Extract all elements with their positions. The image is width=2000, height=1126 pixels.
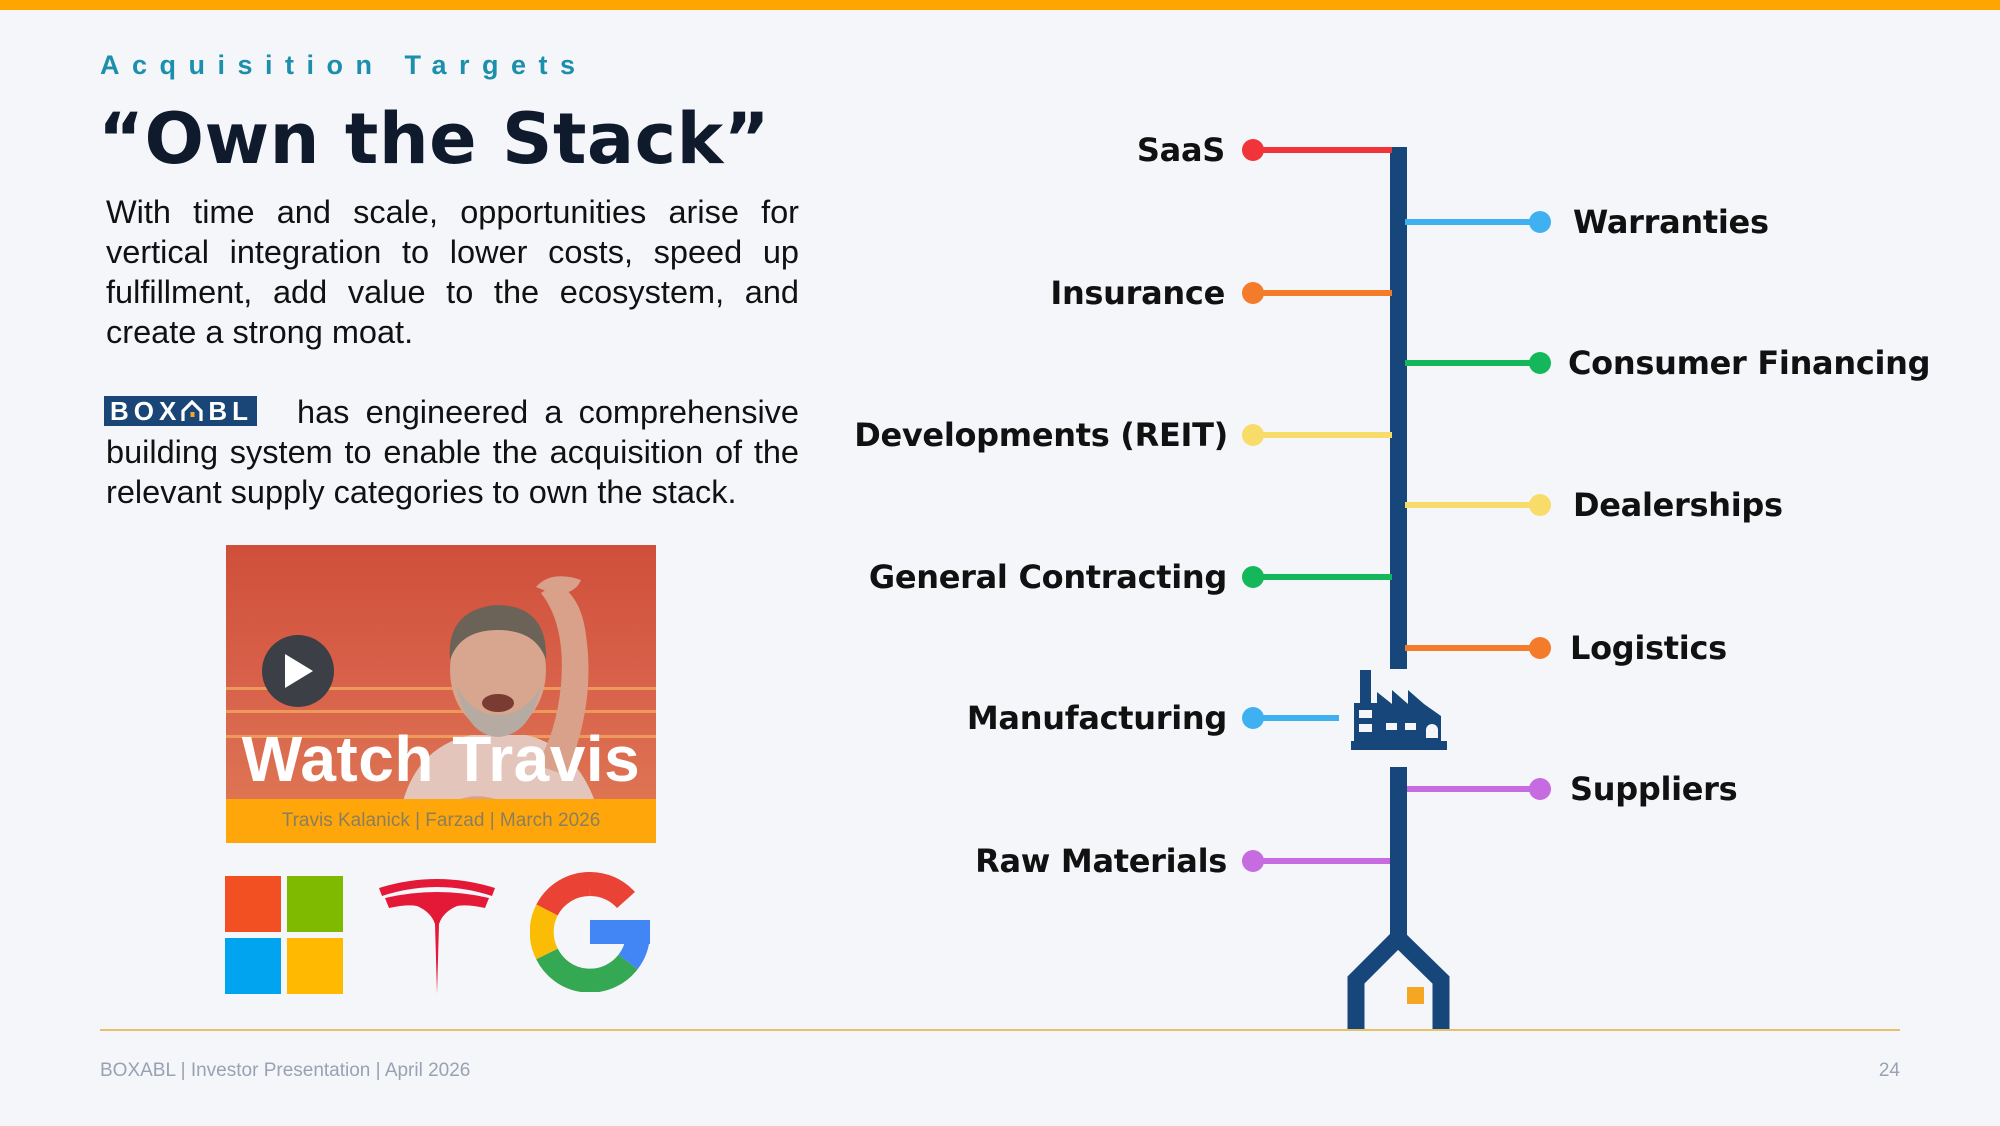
node-label-logistics: Logistics [1570,629,1727,667]
video-thumbnail[interactable]: Watch Travis Travis Kalanick | Farzad | … [226,545,656,843]
node-label-consumer-financing: Consumer Financing [1568,344,1931,382]
node-label-manufacturing: Manufacturing [966,699,1227,737]
trunk-lower [1390,767,1407,942]
node-label-insurance: Insurance [1050,274,1225,312]
page-title: “Own the Stack” [98,98,771,180]
video-headline: Watch Travis [241,723,641,795]
node-label-suppliers: Suppliers [1570,770,1738,808]
intro-paragraph: With time and scale, opportunities arise… [106,194,799,350]
microsoft-logo [225,876,345,996]
right-branches [1405,211,1551,800]
node-label-dealerships: Dealerships [1573,486,1783,524]
node-label-general-contracting: General Contracting [868,558,1227,596]
boxabl-logo-text-left: BOX [110,396,182,426]
node-label-warranties: Warranties [1573,203,1769,241]
footer-text: BOXABL | Investor Presentation | April 2… [100,1060,471,1081]
decor-stripe [226,687,656,690]
top-accent-bar [0,0,2000,10]
house-a-icon [181,398,203,421]
google-logo [530,872,650,992]
play-button[interactable] [262,635,334,707]
partner-logos [225,872,665,996]
node-label-saas: SaaS [1136,131,1225,169]
boxabl-logo-text-right: BL [208,396,254,426]
left-branches [1242,139,1392,872]
factory-icon [1351,670,1447,750]
page-number: 24 [1878,1060,1900,1081]
house-window [1407,987,1424,1004]
play-icon [285,654,313,688]
section-eyebrow: Acquisition Targets [100,50,588,80]
trunk-upper [1390,147,1407,669]
boxabl-paragraph-text: has engineered a comprehensive building … [106,394,799,510]
node-label-developments: Developments (REIT) [854,416,1228,454]
tesla-logo [379,879,495,994]
video-caption: Travis Kalanick | Farzad | March 2026 [226,799,656,843]
decor-stripe [226,710,656,713]
house-icon [1347,926,1450,1030]
boxabl-logo: BOX BL [104,396,258,426]
node-label-raw-materials: Raw Materials [975,842,1227,880]
decor-stripe [226,735,656,738]
footer-divider [100,1029,1900,1031]
